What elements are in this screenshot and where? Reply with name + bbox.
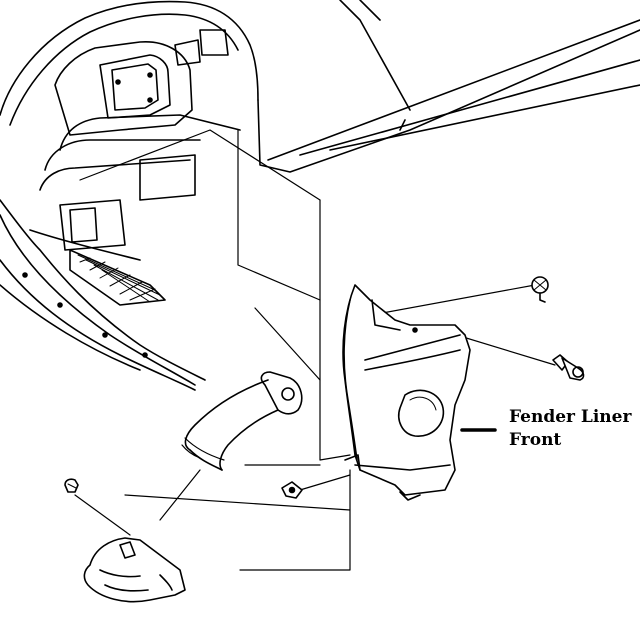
push-pin-icon xyxy=(552,354,585,381)
callout-line-2: Front xyxy=(509,430,562,450)
alignment-leader-lines xyxy=(74,129,556,571)
air-intake-duct xyxy=(181,371,303,471)
fender-liner-front xyxy=(342,284,471,501)
screw-icon xyxy=(64,478,79,493)
car-body-front-quarter xyxy=(0,0,640,391)
clip-nut-icon xyxy=(281,481,303,499)
screw-icon xyxy=(531,276,549,303)
fender-liner-front-label: Fender Liner Front xyxy=(509,406,631,452)
lower-deflector-shield xyxy=(83,537,186,603)
callout-line-1: Fender Liner xyxy=(509,407,632,427)
